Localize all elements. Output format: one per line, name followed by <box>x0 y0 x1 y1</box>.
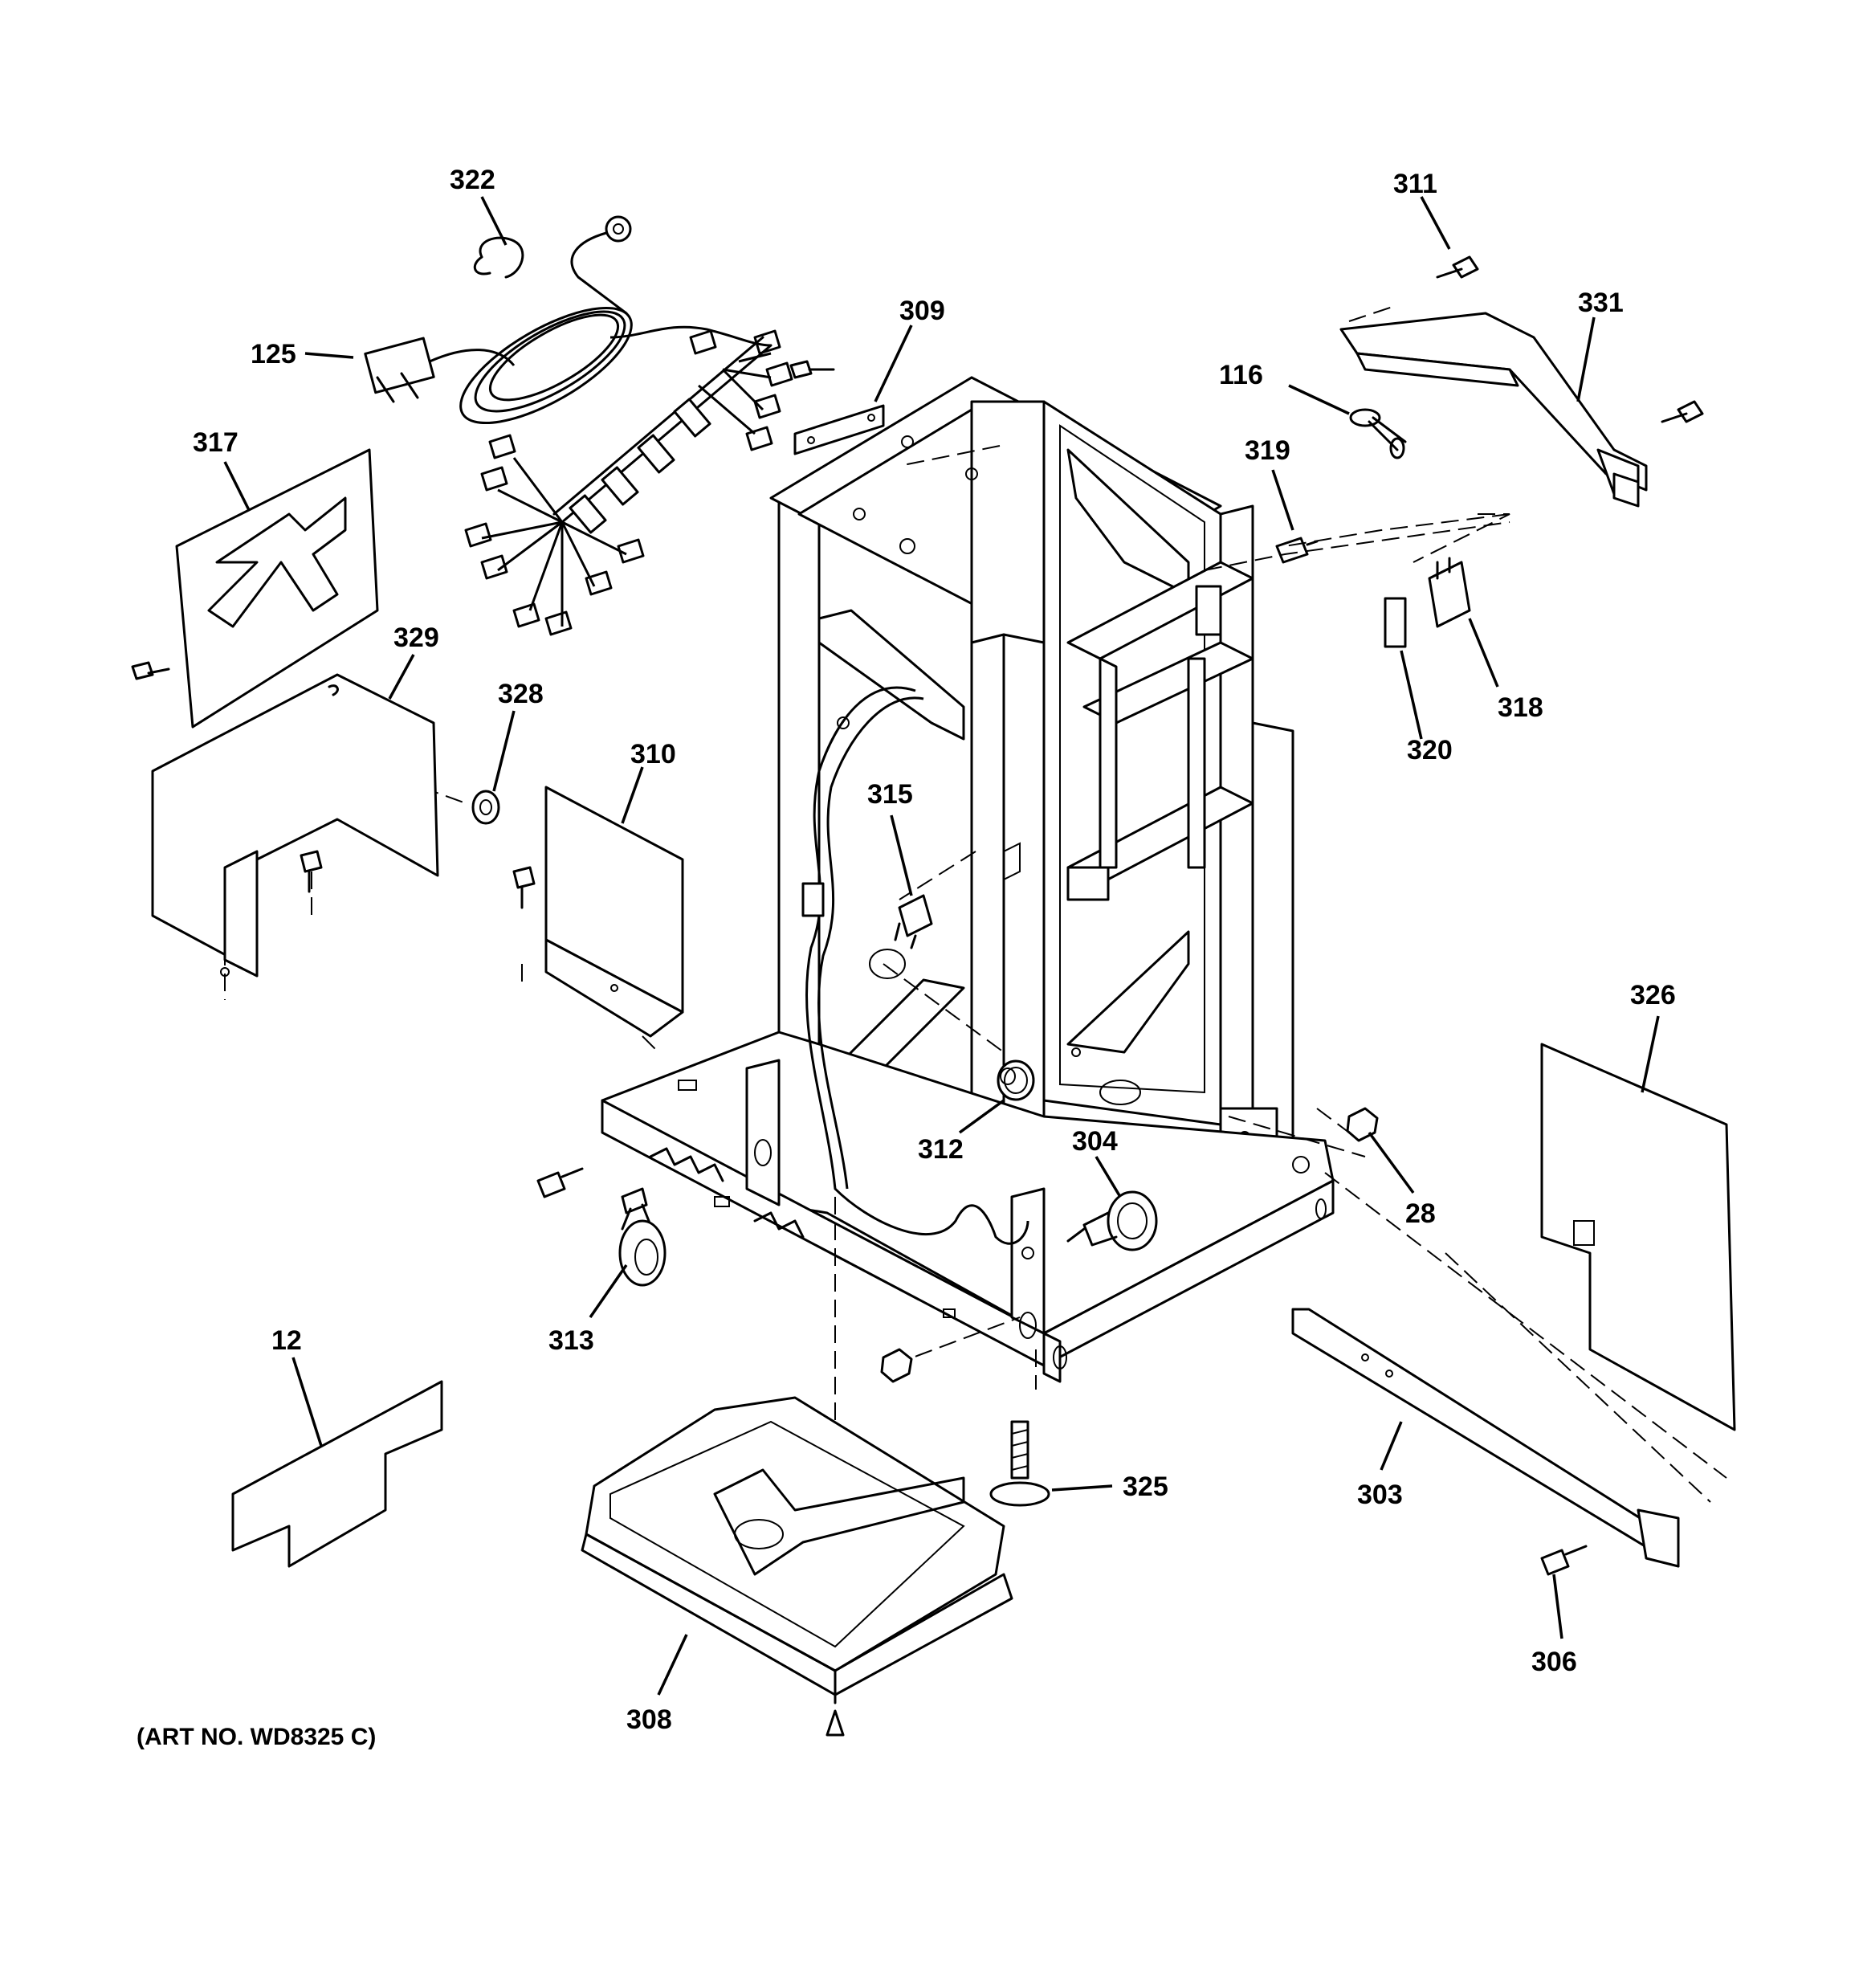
label-309: 309 <box>899 296 945 326</box>
caster-313 <box>618 1187 667 1287</box>
leader-lines <box>223 196 1660 1696</box>
power-cord-assembly <box>364 215 793 636</box>
label-326: 326 <box>1630 980 1676 1010</box>
label-315: 315 <box>867 779 913 810</box>
screw-306 <box>1540 1545 1588 1576</box>
label-12: 12 <box>271 1325 302 1356</box>
nut-front <box>880 1348 913 1383</box>
switch-315 <box>801 882 933 949</box>
assembly-lines <box>224 304 1727 1590</box>
cabinet-base <box>601 1031 1335 1383</box>
label-116: 116 <box>1219 360 1263 390</box>
label-125: 125 <box>251 339 296 369</box>
screw-side <box>536 1167 584 1198</box>
label-325: 325 <box>1123 1472 1168 1502</box>
part-116 <box>1349 408 1407 459</box>
label-312: 312 <box>918 1134 964 1165</box>
panel-326 <box>1540 1043 1736 1431</box>
internal-wire <box>805 686 1029 1245</box>
label-28: 28 <box>1405 1198 1436 1229</box>
label-331: 331 <box>1578 288 1624 318</box>
bracket-309 <box>789 360 885 455</box>
label-317: 317 <box>193 427 238 458</box>
label-311: 311 <box>1393 169 1437 199</box>
rail-303 <box>1291 1308 1680 1568</box>
label-320: 320 <box>1407 735 1453 765</box>
label-313: 313 <box>548 1325 594 1356</box>
cover-329 <box>151 673 439 978</box>
valve-304 <box>1066 1190 1158 1251</box>
shield-310 <box>512 786 684 1038</box>
plate-12 <box>231 1380 443 1568</box>
label-303: 303 <box>1357 1480 1403 1510</box>
part-labels: 322 125 309 311 331 116 319 317 329 328 … <box>137 165 1676 1750</box>
label-318: 318 <box>1498 692 1543 723</box>
bumper-312 <box>997 1059 1035 1101</box>
label-319: 319 <box>1245 435 1290 466</box>
label-308: 308 <box>626 1704 672 1735</box>
grommet-328 <box>471 790 500 825</box>
leveling-leg-325 <box>989 1420 1050 1507</box>
label-329: 329 <box>393 623 439 653</box>
label-328: 328 <box>498 679 544 709</box>
art-number: (ART NO. WD8325 C) <box>137 1724 376 1750</box>
label-310: 310 <box>630 739 676 769</box>
bracket-331 <box>1339 255 1704 508</box>
switch-318 <box>1384 557 1471 648</box>
base-pan-308 <box>581 1396 1013 1737</box>
label-306: 306 <box>1531 1647 1577 1677</box>
label-322: 322 <box>450 165 495 195</box>
screw-319 <box>1275 537 1319 564</box>
panel-317 <box>131 448 379 729</box>
label-304: 304 <box>1072 1126 1118 1157</box>
